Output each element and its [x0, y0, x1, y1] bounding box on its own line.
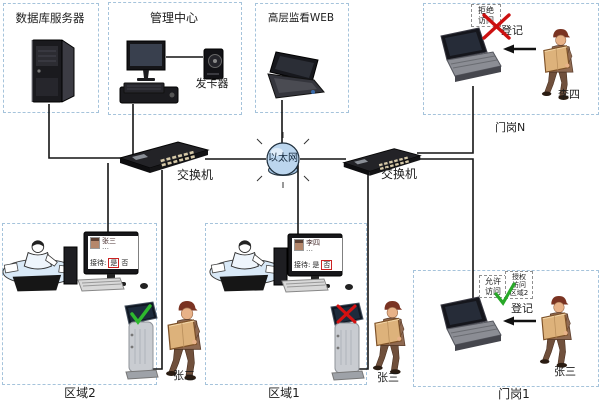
- card-issuer-label: 发卡器: [195, 77, 229, 90]
- switch-left-label: 交换机: [177, 168, 214, 182]
- area2-visitor-photo: [90, 237, 100, 249]
- area-2-label: 区域2: [64, 386, 96, 400]
- area1-reception-prompt: 接待:是否: [294, 260, 333, 270]
- db-server-label: 数据库服务器: [15, 11, 85, 25]
- gate-1-box: [413, 270, 599, 387]
- area2-option-yes[interactable]: 是: [108, 258, 120, 268]
- gate-1-label: 门岗1: [498, 387, 530, 400]
- web-monitor-box: [255, 3, 349, 113]
- area2-person-label: 张三: [173, 369, 195, 382]
- deny-access-tag: 拒绝 访问: [471, 4, 501, 28]
- gate-n-label: 门岗N: [495, 121, 526, 134]
- area1-option-yes[interactable]: 是: [312, 261, 320, 269]
- gate-n-register-label: 登记: [501, 24, 523, 37]
- gate-1-person-label: 张三: [554, 365, 576, 378]
- area1-monitor-screen: 李四 … 接待:是否: [292, 238, 342, 271]
- gate-n-box: [423, 3, 599, 115]
- area-1-label: 区域1: [268, 386, 300, 400]
- gate-n-person-label: 李四: [558, 88, 580, 101]
- ethernet-label: 以太网: [268, 153, 298, 164]
- area1-visitor-photo: [294, 239, 304, 251]
- area2-monitor-screen: 张三 … 接待:是否: [88, 236, 138, 269]
- area2-option-no[interactable]: 否: [121, 259, 129, 267]
- area2-reception-prompt: 接待:是否: [90, 258, 129, 268]
- gate-1-register-label: 登记: [511, 302, 533, 315]
- area1-person-label: 张三: [377, 371, 399, 384]
- courier-zhangsan-area1: [372, 300, 406, 375]
- authorized-area-tag: 授权 访问 区域2: [505, 271, 533, 300]
- switch-right-label: 交换机: [381, 167, 418, 181]
- allow-access-tag: 允许 访问: [479, 275, 507, 299]
- mgmt-center-box: [108, 2, 242, 115]
- mgmt-center-label: 管理中心: [149, 11, 198, 25]
- web-monitor-label: 高层监看WEB: [267, 12, 335, 24]
- area-1-box: [205, 223, 367, 385]
- area1-option-no[interactable]: 否: [321, 260, 333, 270]
